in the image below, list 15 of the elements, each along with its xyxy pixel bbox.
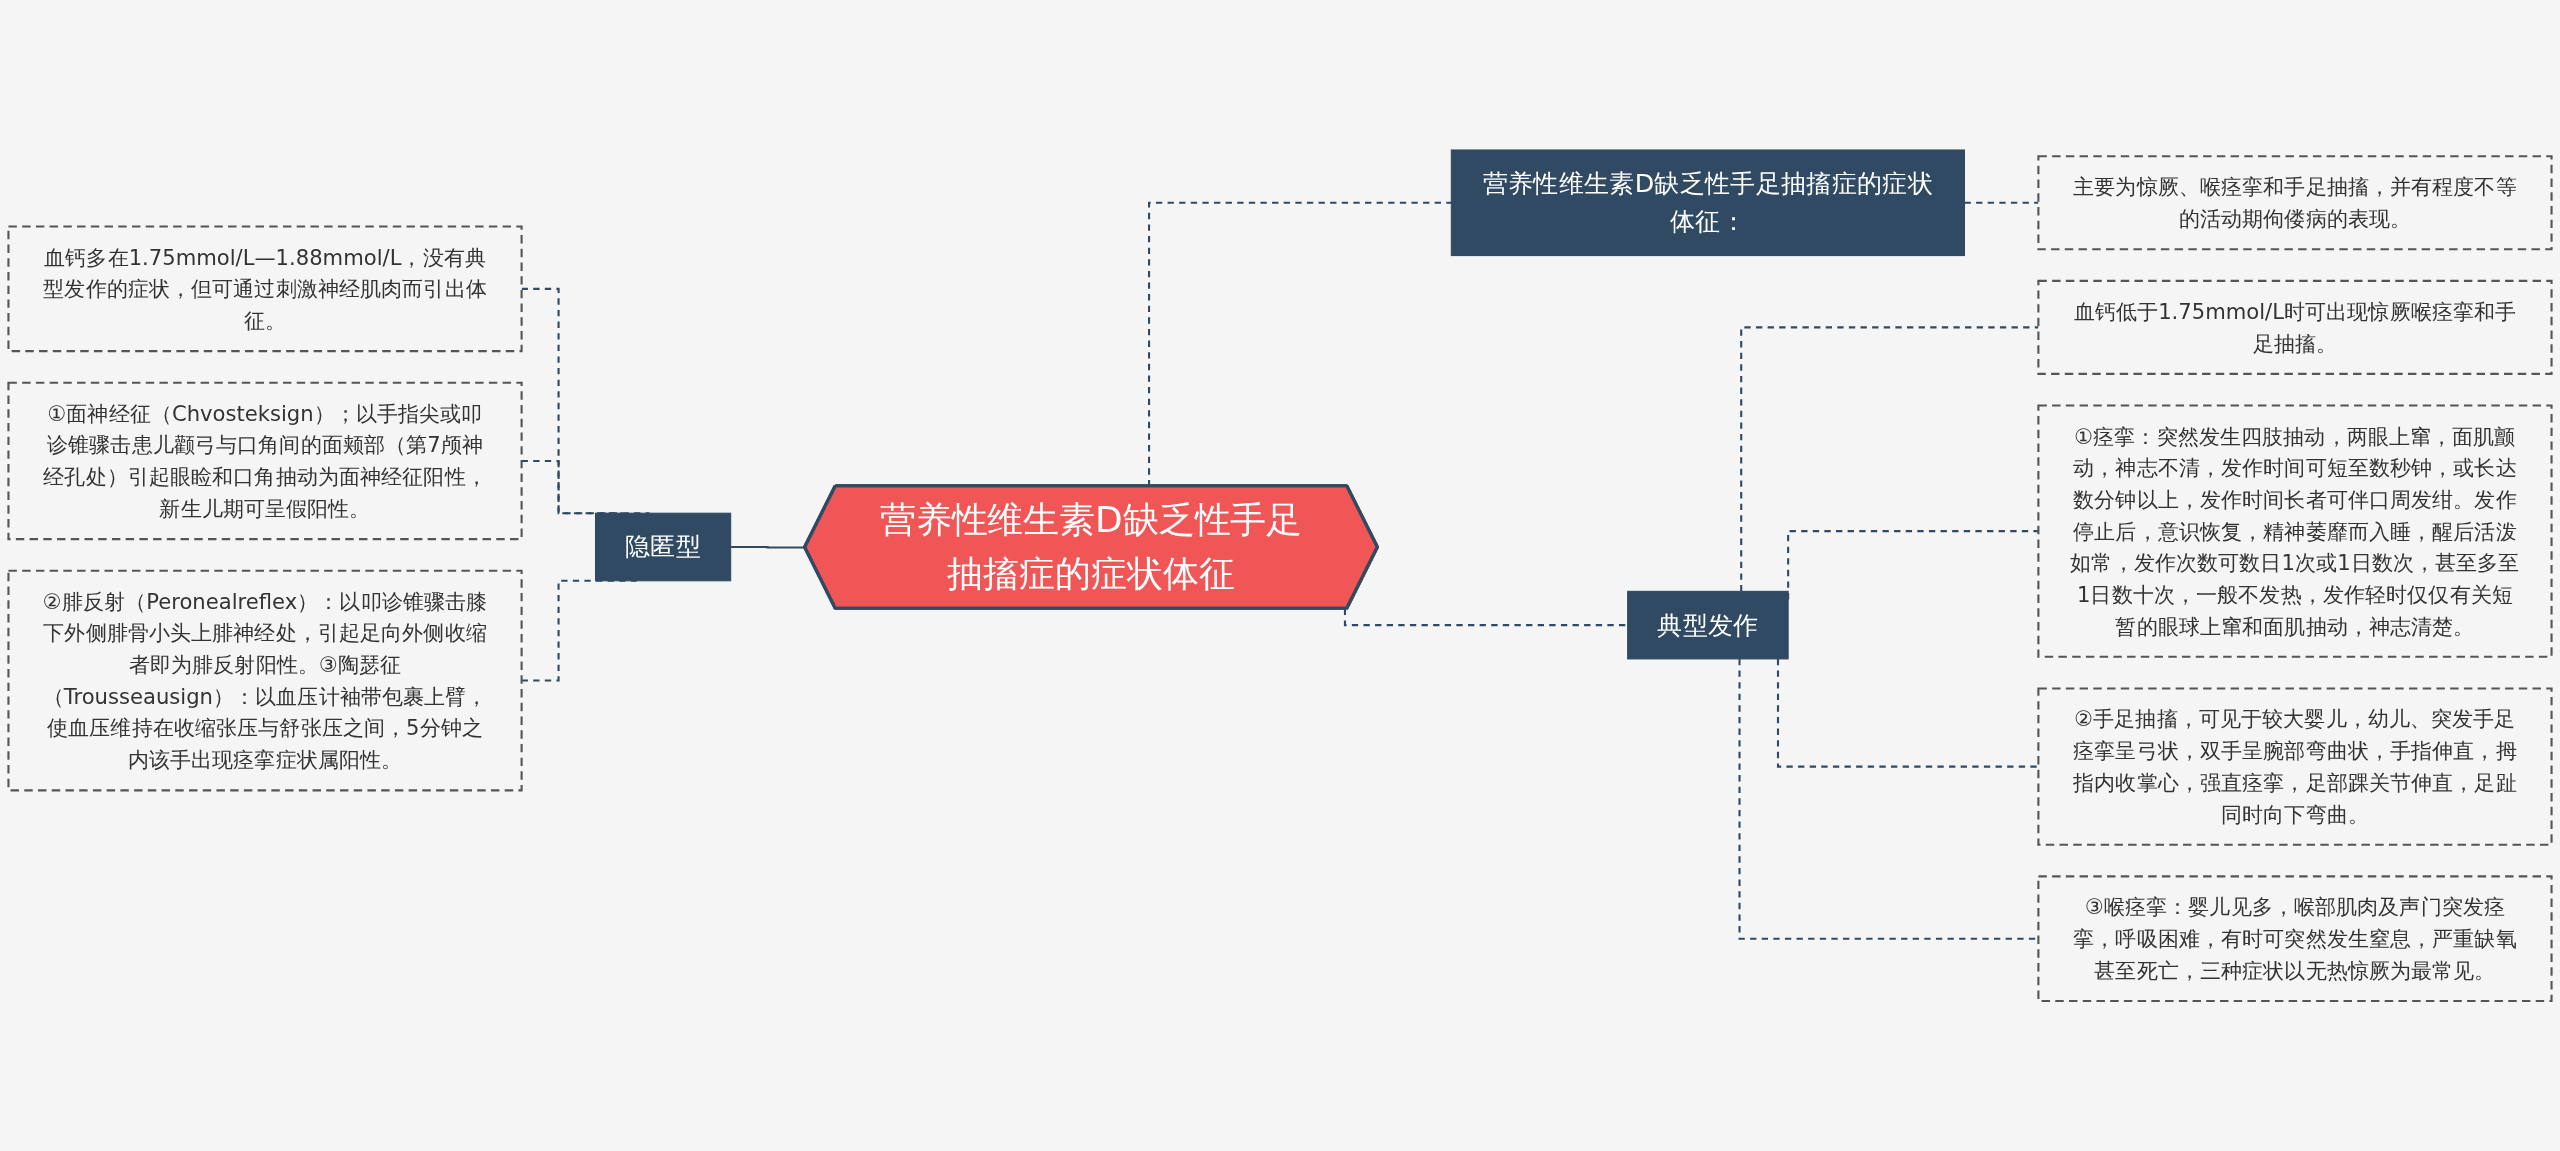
node-box: 隐匿型 [595,512,732,582]
node-box: 营养性维生素D缺乏性手足抽搐症的症状体征： [1450,149,1965,257]
node-box: ①面神经征（Chvosteksign）；以手指尖或叩诊锥骤击患儿颧弓与口角间的面颊部（第7颅神经孔处）引起眼睑和口角抽动为面神经征阳性，新生儿期可呈假阳性。 [7,381,523,541]
node-box: 主要为惊厥、喉痉挛和手足抽搐，并有程度不等的活动期佝偻病的表现。 [2037,155,2553,251]
node-box: 血钙多在1.75mmol/L—1.88mmol/L，没有典型发作的症状，但可通过刺激神经肌肉而引出体征。 [7,225,523,353]
node-box: ②腓反射（Peronealreflex）：以叩诊锥骤击膝下外侧腓骨小头上腓神经处，引起足向外侧收缩者即为腓反射阳性。③陶瑟征（Trousseausign）：以血压计袖带包裹上臂，使血压维持在收缩张压与舒张压之间，5分钟之内该手出现痉挛症状属阳性。 [7,569,523,792]
connector [1738,658,2039,940]
connector [1740,326,2039,592]
connector [1776,658,2039,768]
node-box: 血钙低于1.75mmol/L时可出现惊厥喉痉挛和手足抽搐。 [2037,279,2553,375]
node-box: ②手足抽搐，可见于较大婴儿，幼儿、突发手足痉挛呈弓状，双手呈腕部弯曲状，手指伸直，拇指内收掌心，强直痉挛，足部踝关节伸直，足趾同时向下弯曲。 [2037,687,2553,846]
node-box: 典型发作 [1627,590,1789,660]
connector [1343,608,1628,627]
node-box: ③喉痉挛：婴儿见多，喉部肌肉及声门突发痉挛，呼吸困难，有时可突然发生窒息，严重缺氧甚至死亡，三种症状以无热惊厥为最常见。 [2037,875,2553,1003]
node-box: ①痉挛：突然发生四肢抽动，两眼上窜，面肌颤动，神志不清，发作时间可短至数秒钟，或长达数分钟以上，发作时间长者可伴口周发绀。发作停止后，意识恢复，精神萎靡而入睡，醒后活泼如常，发作次数可数日1次或1日数次，甚至多至1日数十次，一般不发热，发作轻时仅仅有关短暂的眼球上窜和面肌抽动，神志清楚。 [2037,404,2553,658]
